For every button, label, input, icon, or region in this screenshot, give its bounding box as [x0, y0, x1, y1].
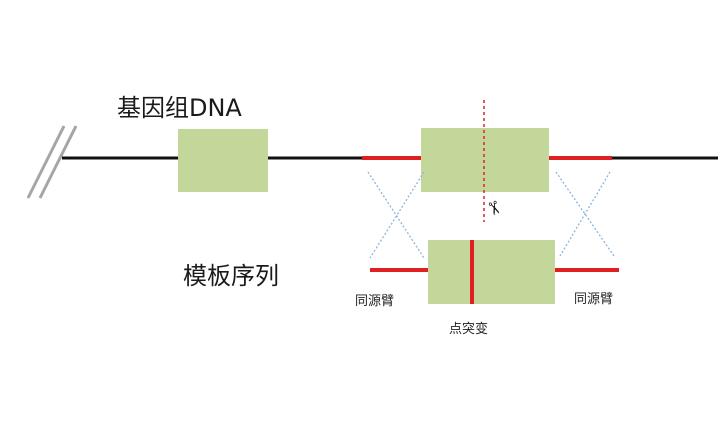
- homology-arm-left-label: 同源臂: [355, 294, 395, 309]
- crossover-left: [367, 171, 425, 259]
- homology-arm-right-label: 同源臂: [574, 292, 614, 307]
- break-marks: [26, 125, 78, 199]
- template-exon-box: [428, 240, 555, 304]
- genomic-dna-label: 基因组DNA: [117, 94, 242, 122]
- crossover-right: [555, 171, 615, 257]
- template-sequence-label: 模板序列: [183, 262, 279, 290]
- genomic-exon-box-1: [178, 129, 268, 192]
- genomic-exon-box-2: [421, 128, 549, 192]
- point-mutation-label: 点突变: [449, 322, 489, 337]
